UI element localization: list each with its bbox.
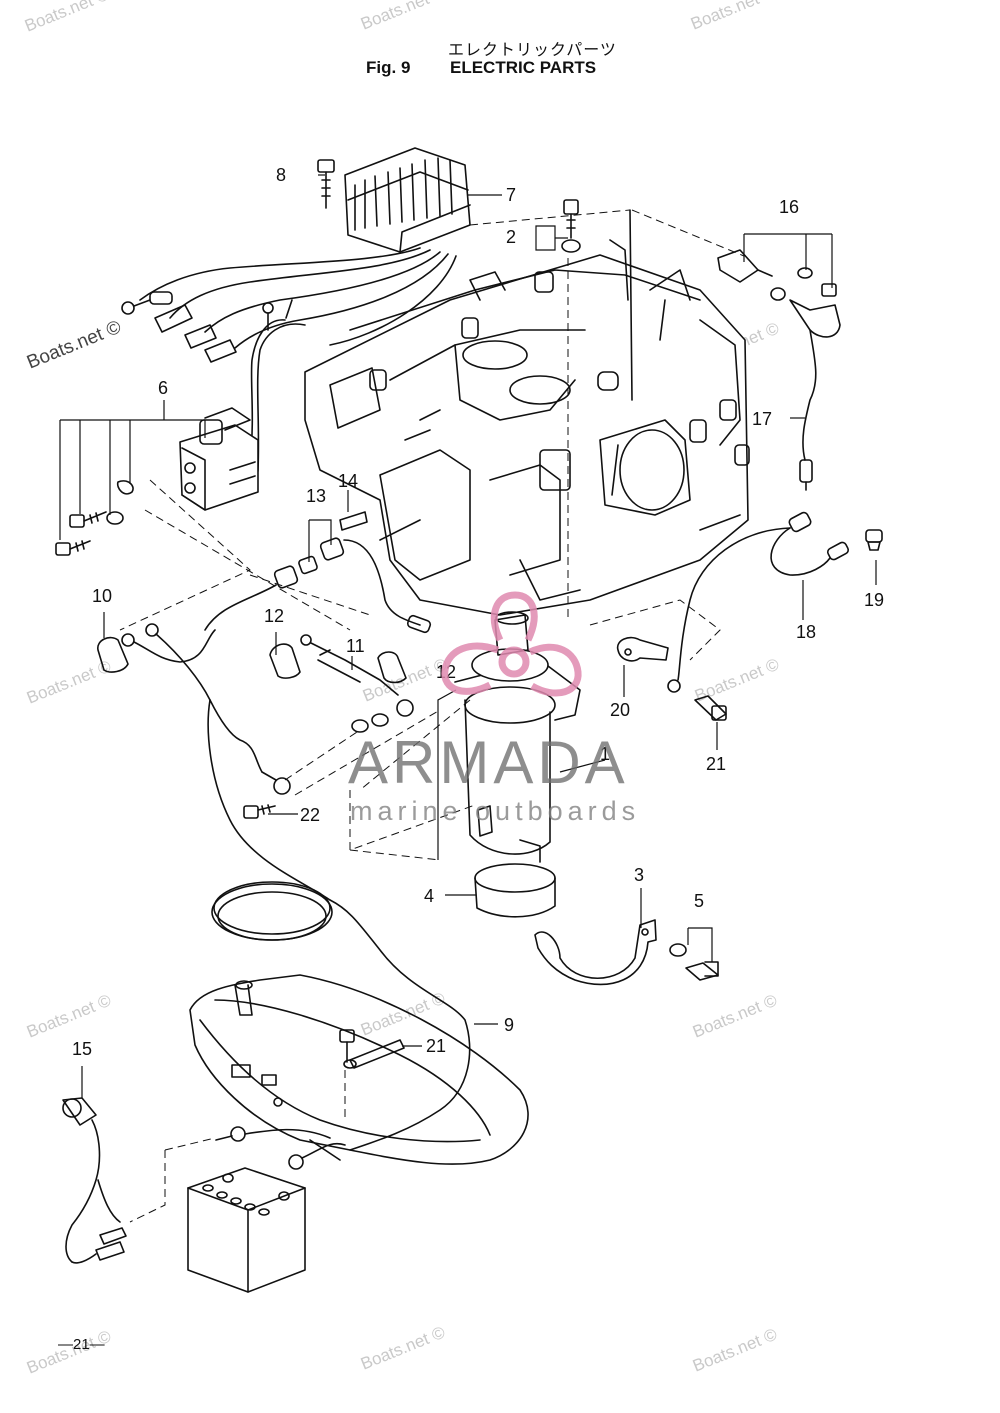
callout-20: 20 [610, 700, 630, 720]
armada-logo-mark [441, 591, 582, 697]
leader-2 [535, 225, 568, 251]
nut [351, 719, 369, 733]
callout-16: 16 [779, 197, 799, 217]
callout-11: 11 [346, 636, 365, 656]
page-number: —21— [58, 1336, 105, 1353]
clamp-20 [616, 636, 669, 662]
callout-22: 22 [300, 805, 320, 825]
callout-12a: 12 [264, 606, 284, 626]
connector-13 [204, 537, 432, 634]
armada-logo-tagline: marine outboards [350, 796, 641, 826]
callout-6: 6 [158, 378, 168, 398]
callout-21-right: 21 [706, 754, 726, 774]
leader-6 [59, 400, 206, 540]
bolt-21-lower [339, 1029, 405, 1069]
figure-title: ELECTRIC PARTS [450, 58, 597, 77]
cap-10 [97, 636, 129, 673]
leader-5 [687, 927, 713, 962]
bolt-22 [243, 804, 276, 819]
ground-wire [121, 623, 216, 701]
callout-9: 9 [504, 1015, 514, 1035]
callout-1: 1 [600, 744, 610, 764]
bolt-2 [561, 199, 581, 253]
switch-15 [62, 1097, 127, 1264]
grommet-19 [865, 529, 883, 551]
cdi-washer [116, 480, 134, 495]
leader-13 [308, 519, 332, 562]
battery-cable [207, 699, 471, 1151]
callout-8: 8 [276, 165, 286, 185]
rectifier-bolt [317, 159, 335, 209]
leader-12b [437, 689, 457, 860]
starter-motor [454, 611, 581, 863]
rectifier [344, 147, 471, 253]
lead-wire-11 [300, 634, 414, 717]
callout-10: 10 [92, 586, 112, 606]
callout-18: 18 [796, 622, 816, 642]
battery [187, 1167, 306, 1293]
callout-17: 17 [752, 409, 772, 429]
figure-number: Fig. 9 [366, 58, 411, 77]
lower-cowling [189, 974, 529, 1165]
wire-17 [789, 299, 841, 491]
bolt-5 [669, 943, 719, 981]
callout-3: 3 [634, 865, 644, 885]
callout-13: 13 [306, 486, 326, 506]
cap-12b [377, 651, 407, 684]
callout-4: 4 [424, 886, 434, 906]
nut [371, 713, 389, 727]
cdi-washer-b [106, 511, 124, 525]
starter-ring [474, 863, 556, 918]
leader-1 [559, 759, 606, 773]
wire-18 [667, 511, 850, 693]
japanese-title: エレクトリックパーツ [448, 40, 617, 59]
callout-21-lower: 21 [426, 1036, 446, 1056]
callout-2: 2 [506, 227, 516, 247]
armada-logo-text: ARMADA [348, 729, 629, 796]
callout-19: 19 [864, 590, 884, 610]
cdi-bolt-a [69, 511, 107, 528]
engine-block [304, 209, 750, 616]
callout-5: 5 [694, 891, 704, 911]
cap-12a [269, 643, 301, 679]
callout-7: 7 [506, 185, 516, 205]
battery-leads [215, 1126, 346, 1170]
connector-14 [339, 511, 368, 531]
cdi-unit [179, 407, 259, 511]
leader-16 [743, 233, 833, 288]
callout-14: 14 [338, 471, 358, 491]
sensor-16 [717, 249, 837, 301]
callout-15: 15 [72, 1039, 92, 1059]
bolt-21-right [694, 695, 727, 721]
starter-band [534, 919, 657, 986]
cdi-bolt-b [55, 540, 91, 556]
